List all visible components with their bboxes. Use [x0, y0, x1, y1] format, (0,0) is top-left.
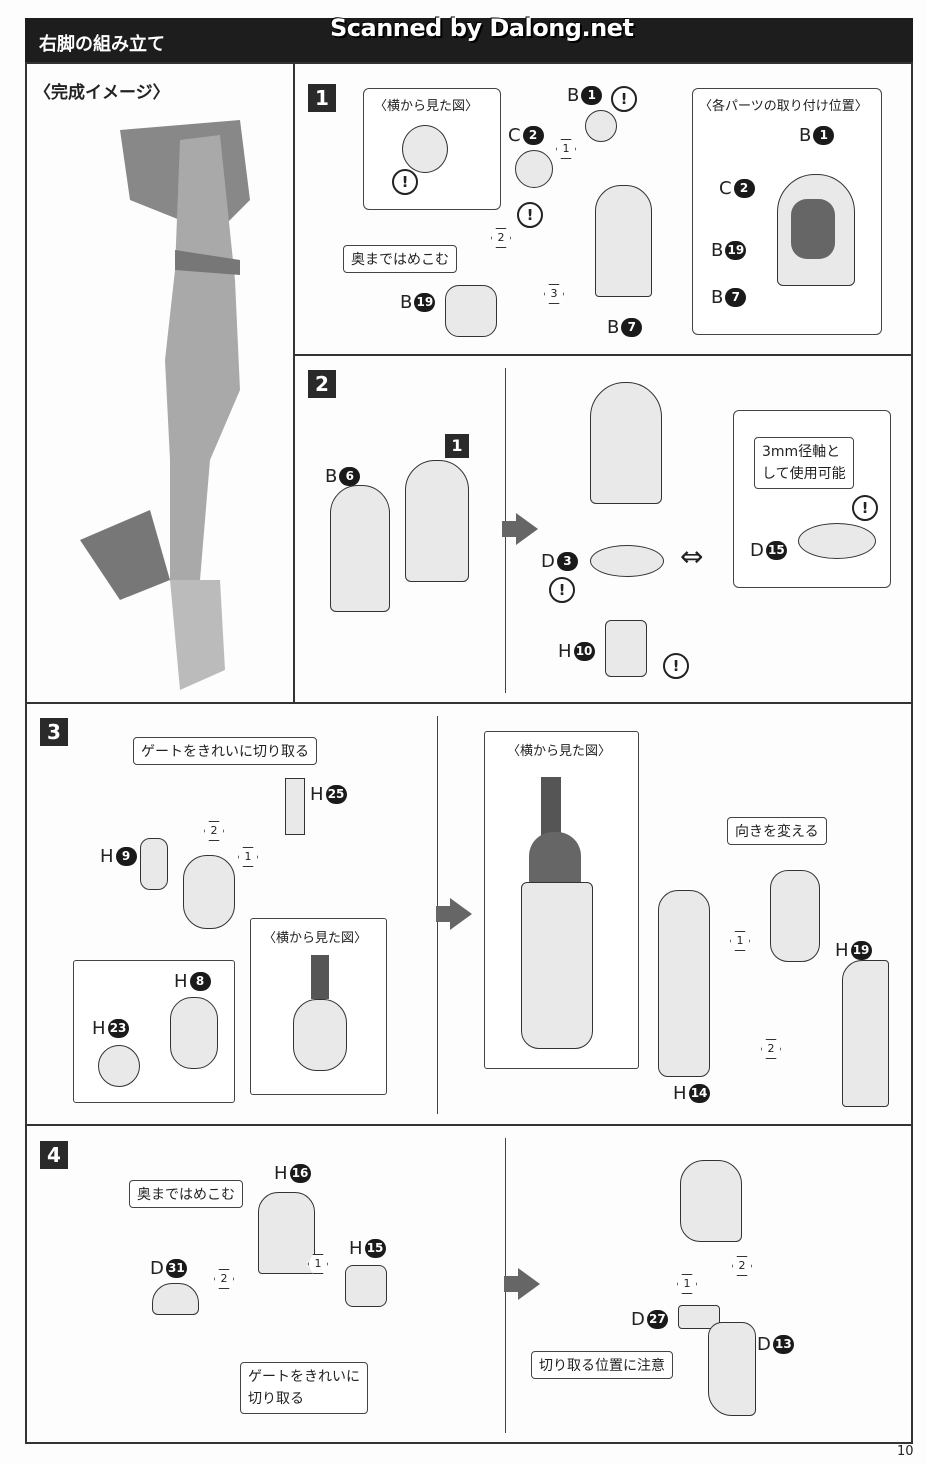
step4-panel — [25, 1124, 913, 1444]
step-number: 1 — [308, 84, 336, 112]
step-order-2: 2 — [491, 228, 511, 248]
part-drawing — [445, 285, 497, 337]
part-drawing — [152, 1283, 199, 1315]
part-drawing — [405, 460, 469, 582]
side-view-title: 〈横から見た図〉 — [263, 931, 368, 946]
side-view-title: 〈横から見た図〉 — [507, 744, 612, 759]
warning-icon: ! — [663, 653, 689, 679]
part-drawing — [798, 523, 876, 559]
part-drawing — [515, 150, 553, 188]
leg-illustration — [80, 120, 250, 690]
part-drawing — [330, 485, 390, 612]
step-number: 2 — [308, 370, 336, 398]
step-order-1: 1 — [308, 1254, 328, 1274]
next-arrow-icon — [502, 513, 538, 545]
part-drawing — [708, 1322, 756, 1416]
part-drawing — [595, 185, 652, 297]
part-drawing — [140, 838, 168, 890]
section-header: 右脚の組み立て Scanned by Dalong.net — [25, 14, 913, 62]
part-drawing — [183, 855, 235, 929]
part-drawing — [285, 778, 305, 835]
part-drawing — [842, 960, 889, 1107]
position-title: 〈各パーツの取り付け位置〉 — [699, 99, 868, 114]
side-view-box: 〈横から見た図〉 — [250, 918, 387, 1095]
step-order-2: 2 — [761, 1039, 781, 1059]
part-drawing — [605, 620, 647, 677]
part-drawing — [590, 382, 662, 504]
step-order-1: 1 — [238, 847, 258, 867]
step-order-2: 2 — [732, 1256, 752, 1276]
shaft-note: 3mm径軸として使用可能 — [754, 437, 854, 489]
step-number: 4 — [40, 1141, 68, 1169]
side-view-box: 〈横から見た図〉 — [484, 731, 639, 1069]
step-order-1: 1 — [730, 931, 750, 951]
warning-icon: ! — [392, 169, 418, 195]
part-drawing — [590, 545, 664, 577]
gate-note: ゲートをきれいに切り取る — [133, 737, 317, 765]
part-drawing — [170, 997, 218, 1069]
warning-icon: ! — [549, 577, 575, 603]
step-order-1: 1 — [677, 1274, 697, 1294]
side-view-title: 〈横から見た図〉 — [374, 99, 479, 114]
part-drawing — [345, 1265, 387, 1307]
push-in-note: 奥まではめこむ — [343, 245, 457, 273]
next-arrow-icon — [436, 898, 472, 930]
next-arrow-icon — [504, 1268, 540, 1300]
watermark: Scanned by Dalong.net — [330, 14, 634, 42]
swap-arrow-icon: ⇔ — [680, 540, 704, 573]
page-number: 10 — [897, 1444, 914, 1459]
part-drawing — [258, 1192, 315, 1274]
part-drawing — [402, 125, 448, 173]
warning-icon: ! — [852, 495, 878, 521]
side-view-box: 〈横から見た図〉 ! — [363, 88, 501, 210]
gate-note: ゲートをきれいに切り取る — [240, 1362, 368, 1414]
part-drawing — [98, 1045, 140, 1087]
push-in-note: 奥まではめこむ — [129, 1180, 243, 1208]
part-drawing — [680, 1160, 742, 1242]
step-order-3: 3 — [544, 284, 564, 304]
warning-icon: ! — [611, 86, 637, 112]
step-number: 3 — [40, 718, 68, 746]
section-title: 右脚の組み立て — [39, 34, 165, 55]
ref-badge: 1 — [445, 434, 469, 458]
part-drawing — [521, 882, 593, 1049]
part-drawing — [770, 870, 820, 962]
warning-icon: ! — [517, 202, 543, 228]
turn-note: 向きを変える — [727, 817, 827, 845]
part-drawing — [658, 890, 710, 1077]
completed-title: 〈完成イメージ〉 — [34, 83, 170, 103]
step-order-1: 1 — [556, 139, 576, 159]
cut-position-note: 切り取る位置に注意 — [531, 1351, 673, 1379]
step-order-2: 2 — [214, 1269, 234, 1289]
part-drawing — [585, 110, 617, 142]
part-drawing — [293, 999, 347, 1071]
step-order-2: 2 — [204, 821, 224, 841]
